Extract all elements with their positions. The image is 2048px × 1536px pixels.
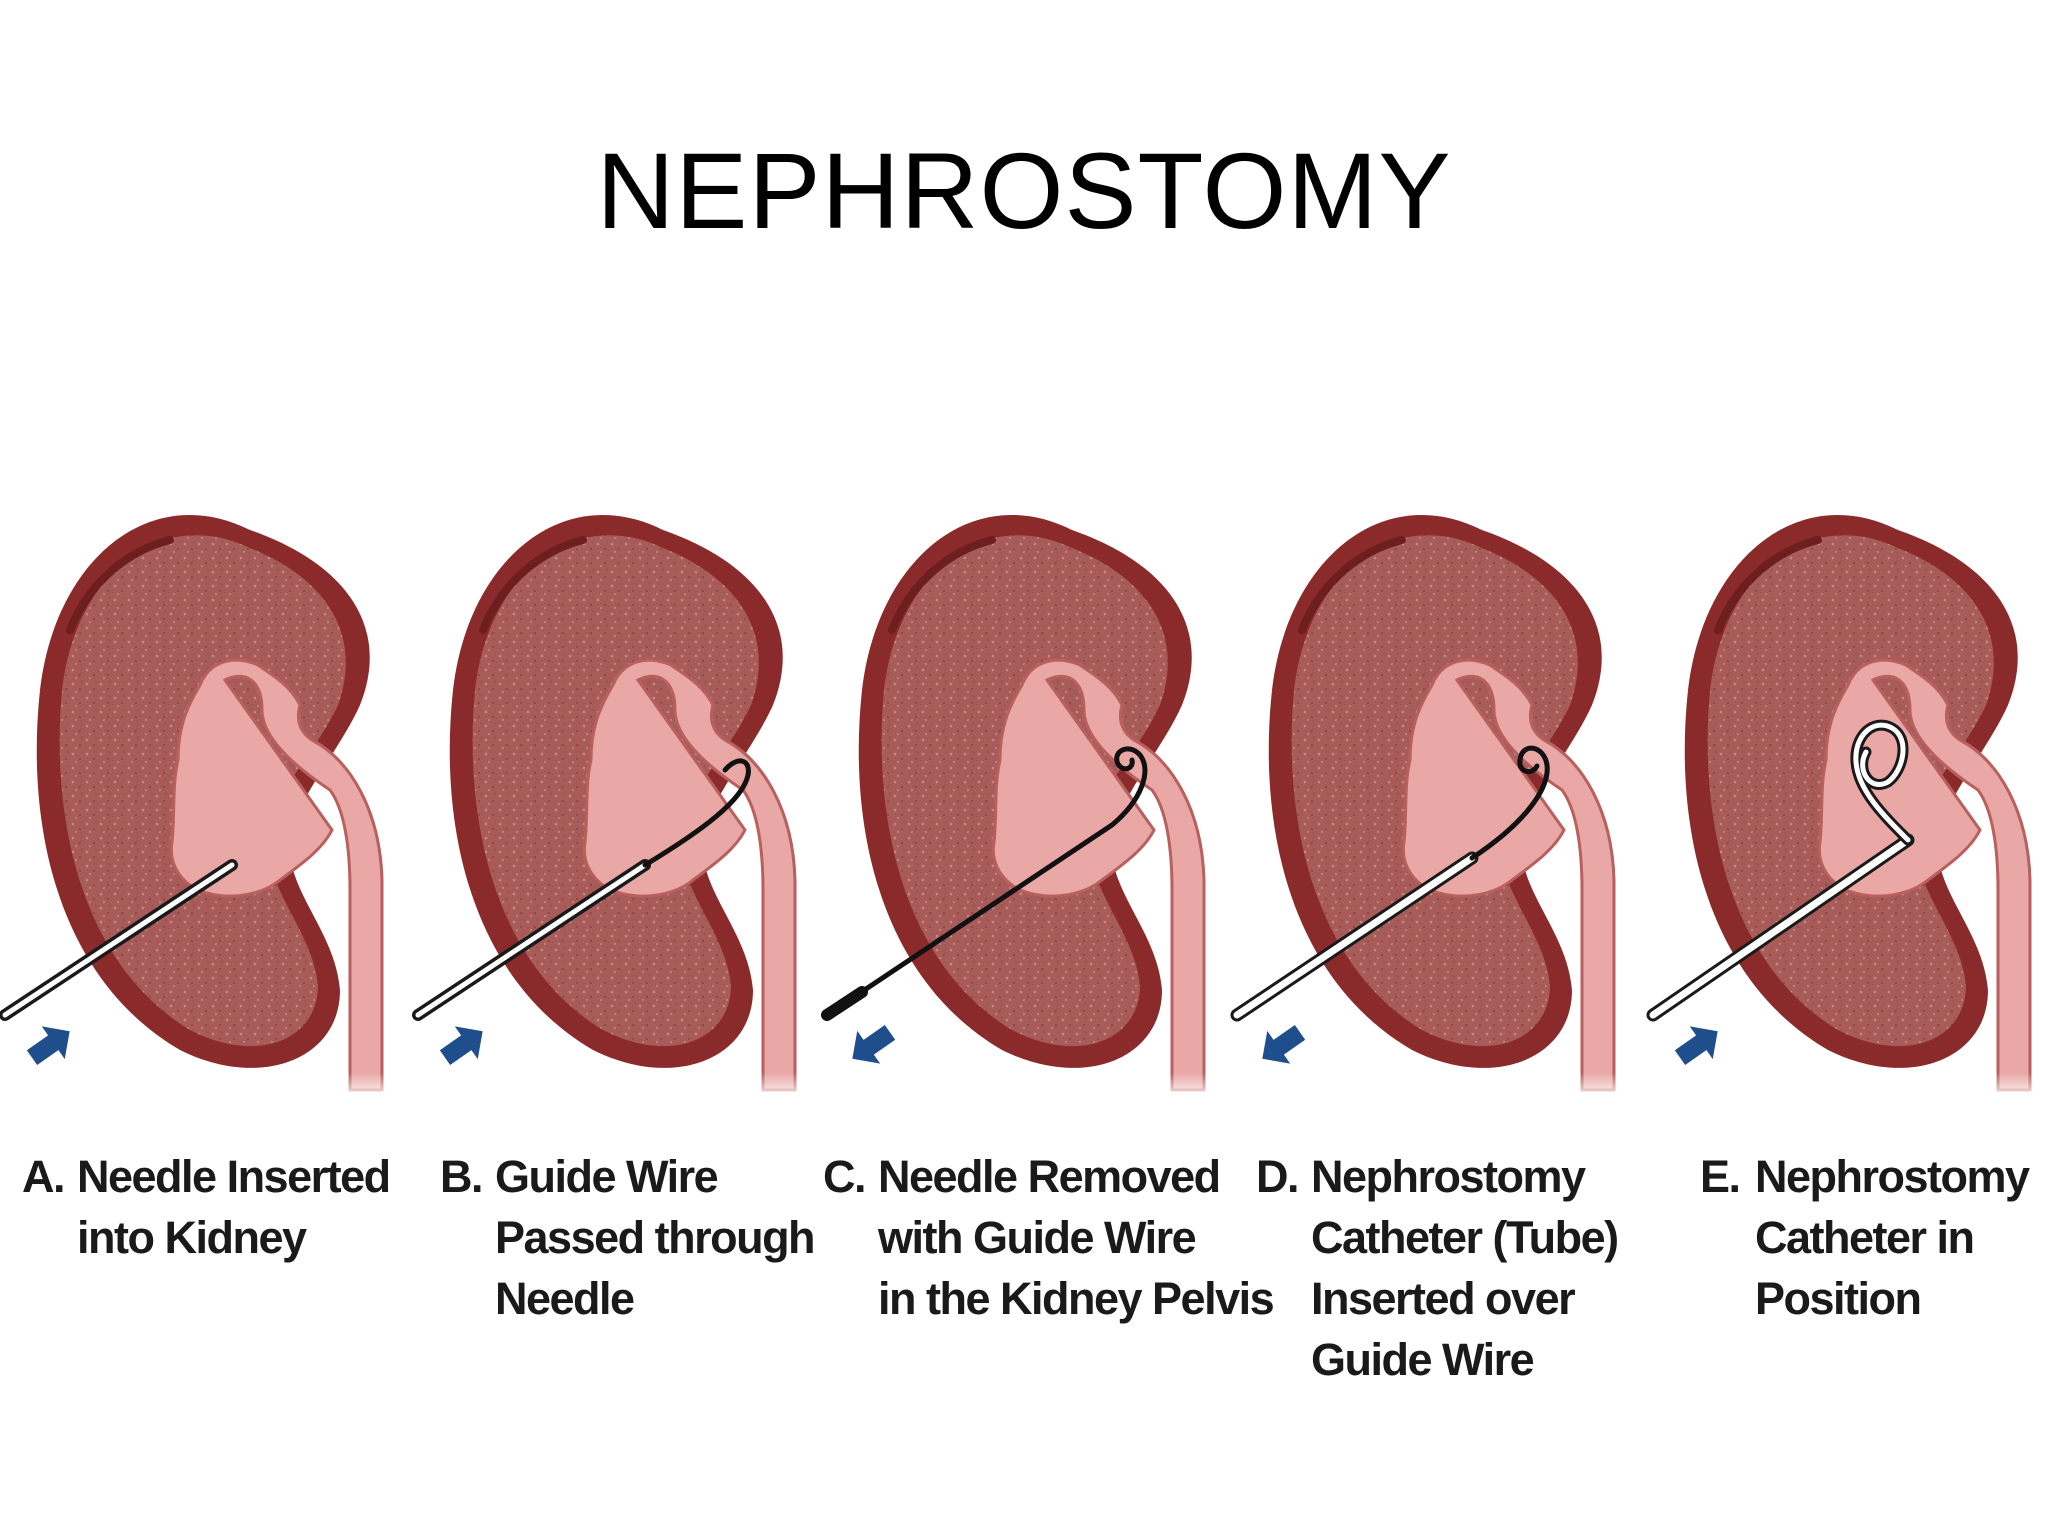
step-text: Needle Inserted into Kidney xyxy=(77,1151,391,1263)
kidney-shadow xyxy=(1714,536,1822,634)
step-letter: E. xyxy=(1700,1151,1741,1202)
kidney-panel-e xyxy=(1646,514,2048,1100)
kidney-shadow xyxy=(479,536,587,634)
ureter-fade xyxy=(340,990,400,1100)
step-labels: A.Needle Inserted into Kidney B.Guide Wir… xyxy=(0,1146,2048,1406)
catheter-lumen xyxy=(1649,836,1912,1019)
kidney-panel-d xyxy=(1230,514,1632,1100)
guide-wire xyxy=(824,746,1148,1018)
needle-bore xyxy=(2,862,235,1018)
direction-arrow-icon xyxy=(852,1025,896,1064)
direction-arrow-icon xyxy=(1262,1025,1306,1064)
pigtail-lumen xyxy=(1853,722,1911,843)
step-text: Guide Wire Passed through Needle xyxy=(495,1151,816,1324)
step-label-b: B.Guide Wire Passed through Needle xyxy=(440,1146,816,1329)
catheter-lumen xyxy=(1233,854,1476,1019)
direction-arrow-icon xyxy=(26,1026,70,1065)
needle-bore xyxy=(415,862,648,1018)
kidney-shadow xyxy=(888,536,996,634)
nephrostomy-diagram xyxy=(0,514,2048,1100)
ureter-fade xyxy=(1988,990,2048,1100)
kidney-panel-a xyxy=(0,514,400,1100)
ureter-fade xyxy=(1162,990,1222,1100)
renal-pelvis xyxy=(991,658,1206,1092)
ureter-fade xyxy=(1572,990,1632,1100)
step-letter: B. xyxy=(440,1151,484,1202)
direction-arrow-icon xyxy=(439,1026,483,1065)
guide-wire xyxy=(642,758,751,868)
step-text: Nephrostomy Catheter in Position xyxy=(1755,1151,2030,1324)
kidney-shadow xyxy=(66,536,174,634)
step-label-a: A.Needle Inserted into Kidney xyxy=(22,1146,391,1268)
step-letter: C. xyxy=(823,1151,867,1202)
kidney-panel-b xyxy=(412,514,813,1100)
step-label-c: C.Needle Removed with Guide Wire in the … xyxy=(823,1146,1275,1329)
step-label-d: D.Nephrostomy Catheter (Tube) Inserted o… xyxy=(1256,1146,1619,1390)
kidney-panel-c xyxy=(821,514,1222,1100)
step-letter: A. xyxy=(22,1151,66,1202)
step-text: Needle Removed with Guide Wire in the Ki… xyxy=(878,1151,1275,1324)
step-letter: D. xyxy=(1256,1151,1300,1202)
guide-wire xyxy=(1469,745,1550,861)
kidney-shadow xyxy=(1298,536,1406,634)
slide-title: NEPHROSTOMY xyxy=(596,130,1452,251)
wire-end xyxy=(821,986,868,1021)
step-text: Nephrostomy Catheter (Tube) Inserted ove… xyxy=(1311,1151,1619,1385)
direction-arrow-icon xyxy=(1674,1026,1718,1065)
ureter-fade xyxy=(753,990,813,1100)
step-label-e: E. Nephrostomy Catheter in Position xyxy=(1700,1146,2030,1329)
